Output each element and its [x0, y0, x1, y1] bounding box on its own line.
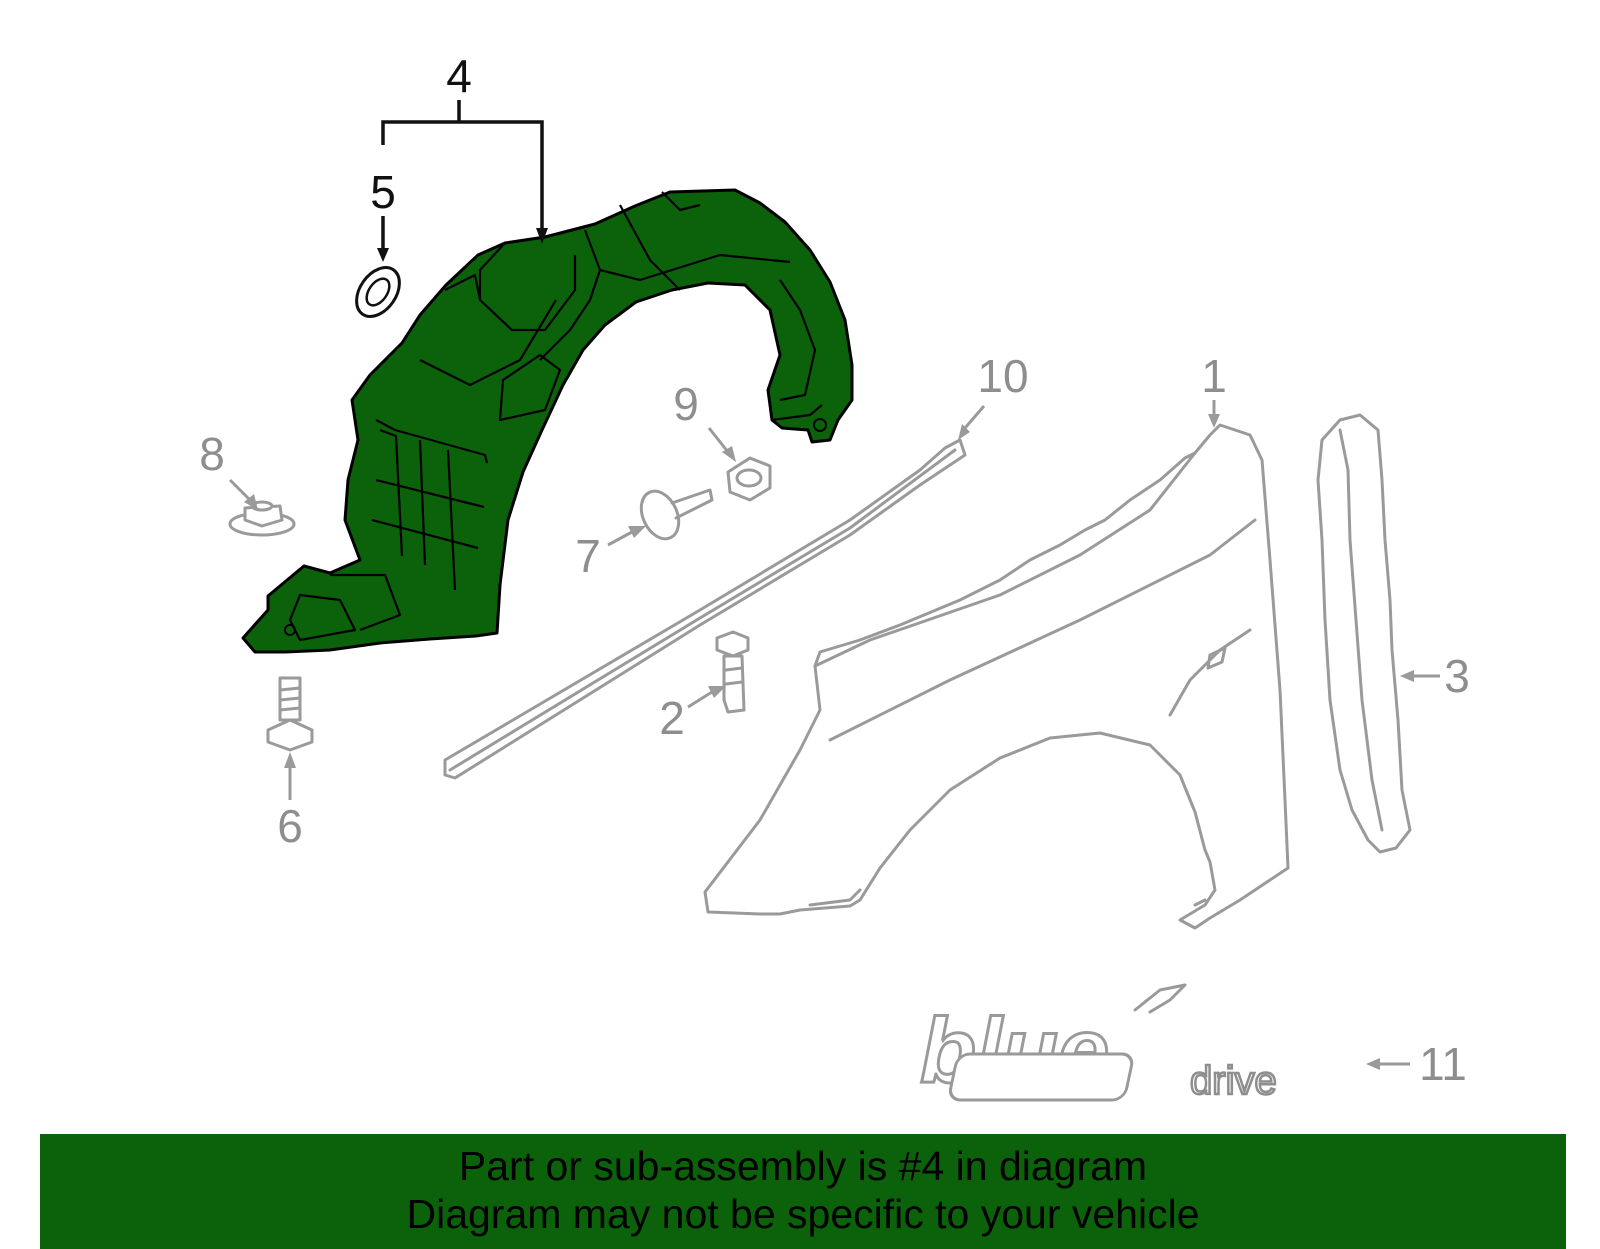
grommet-part-5[interactable]	[348, 260, 408, 325]
fender-part-1[interactable]	[703, 423, 1290, 930]
callout-9: 9	[673, 378, 699, 430]
screw-part-6[interactable]	[266, 676, 314, 752]
bolt-part-2[interactable]	[715, 630, 750, 714]
fender-molding-part-10[interactable]	[443, 438, 967, 780]
callout-6: 6	[277, 800, 303, 852]
callout-8: 8	[199, 428, 225, 480]
leader-lines	[228, 100, 1440, 1070]
emblem-part-11[interactable]: blue drive	[919, 983, 1278, 1104]
retainer-part-8[interactable]	[228, 500, 296, 537]
clip-part-7[interactable]	[634, 485, 714, 545]
callout-1: 1	[1201, 350, 1227, 402]
callout-5: 5	[370, 166, 396, 218]
callout-3: 3	[1444, 650, 1470, 702]
callout-4: 4	[446, 50, 472, 102]
fender-seal-part-3[interactable]	[1316, 413, 1412, 854]
banner-line-1: Part or sub-assembly is #4 in diagram	[458, 1143, 1148, 1189]
callout-labels: 4 5 1 10 9 8 7 2 6 3 11	[199, 50, 1470, 1090]
emblem-word-drive: drive	[1190, 1059, 1277, 1103]
info-banner: Part or sub-assembly is #4 in diagram Di…	[40, 1134, 1566, 1249]
callout-10: 10	[977, 350, 1028, 402]
callout-7: 7	[575, 530, 601, 582]
nut-part-9[interactable]	[726, 456, 772, 502]
callout-2: 2	[659, 692, 685, 744]
emblem-badge	[948, 1052, 1134, 1102]
callout-11: 11	[1419, 1038, 1467, 1090]
fender-liner-part-4[interactable]	[241, 188, 854, 654]
banner-line-2: Diagram may not be specific to your vehi…	[406, 1191, 1200, 1237]
